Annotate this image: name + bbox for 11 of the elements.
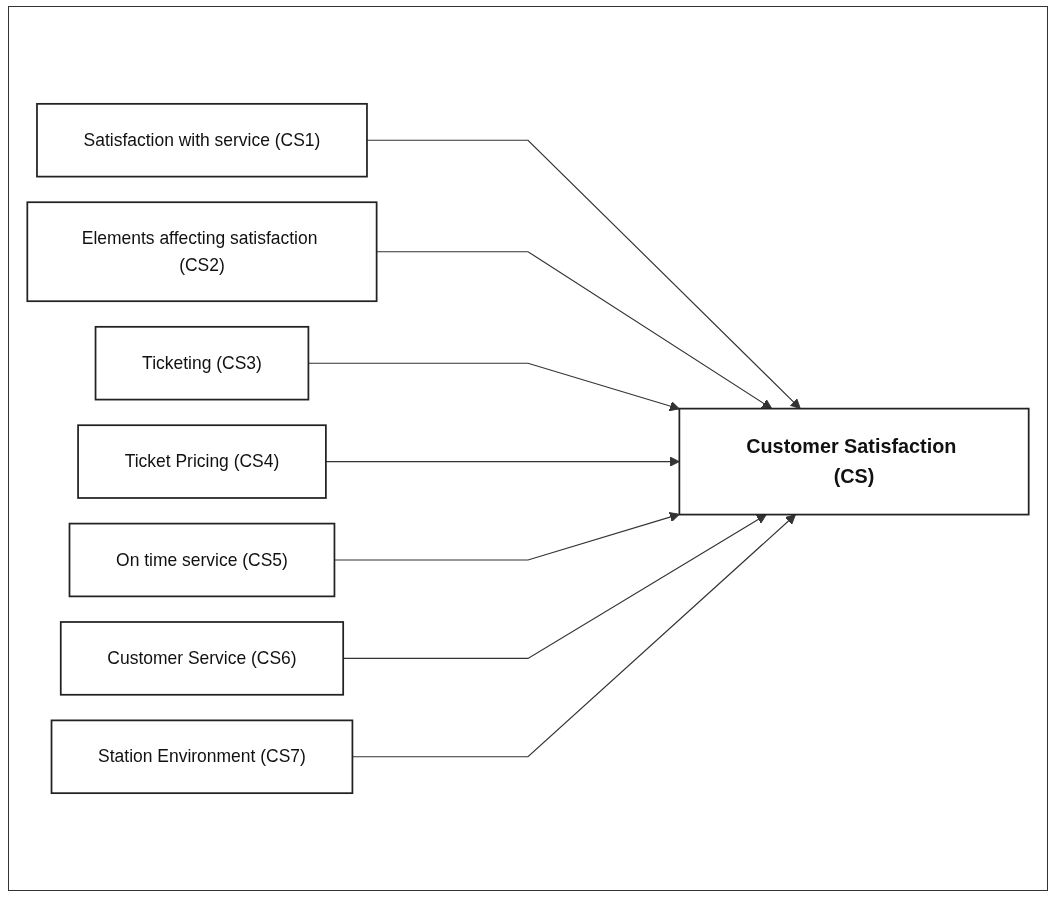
node-box: Ticketing (CS3): [94, 325, 310, 401]
node-box: Satisfaction with service (CS1): [36, 102, 368, 178]
node-box: Elements affecting satisfaction (CS2): [26, 201, 378, 303]
node-box: Customer Satisfaction (CS): [678, 407, 1030, 516]
arrow: [376, 251, 773, 410]
arrow: [366, 139, 801, 410]
node-box: Station Environment (CS7): [50, 719, 354, 795]
node-box: Customer Service (CS6): [59, 621, 345, 696]
node-box: On time service (CS5): [68, 522, 336, 598]
arrow: [325, 456, 680, 467]
node-box: Ticket Pricing (CS4): [77, 424, 327, 499]
